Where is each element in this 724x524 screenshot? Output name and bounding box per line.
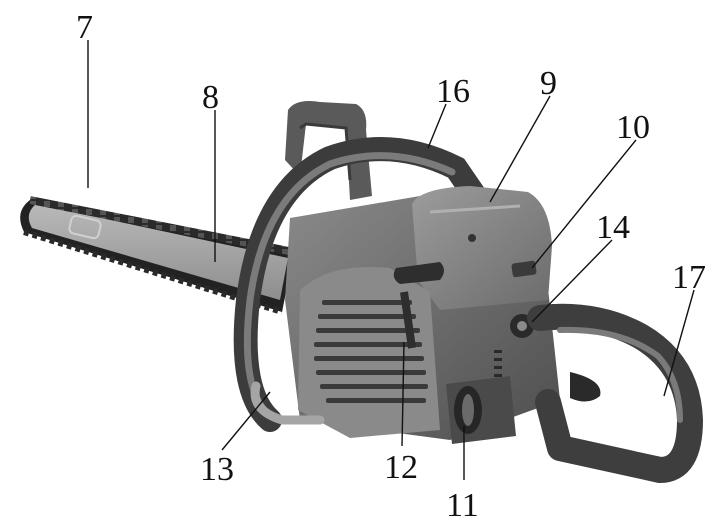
callout-9: 9 [540, 65, 557, 102]
front-handle-bar [233, 137, 490, 432]
leader-9 [489, 95, 551, 203]
leader-lines [87, 40, 695, 480]
callout-17: 17 [672, 259, 706, 296]
callout-11: 11 [446, 487, 479, 524]
callout-8: 8 [202, 79, 219, 116]
leader-13 [221, 391, 271, 451]
callout-16: 16 [436, 73, 470, 110]
leader-17 [663, 289, 695, 397]
guide-bar [20, 196, 295, 315]
callout-labels: 7 8 9 10 11 12 13 14 16 17 [76, 9, 706, 524]
callout-10: 10 [616, 109, 650, 146]
callout-7: 7 [76, 9, 93, 46]
rear-grip [527, 303, 703, 483]
side-cover [446, 376, 516, 444]
callout-13: 13 [200, 451, 234, 488]
callout-14: 14 [596, 209, 630, 246]
leader-14 [531, 239, 613, 323]
leader-16 [427, 103, 447, 149]
leader-12 [401, 341, 405, 447]
callout-12: 12 [384, 449, 418, 486]
starter-cover [298, 262, 444, 438]
leader-10 [531, 139, 637, 269]
bumper-spike [250, 381, 325, 425]
